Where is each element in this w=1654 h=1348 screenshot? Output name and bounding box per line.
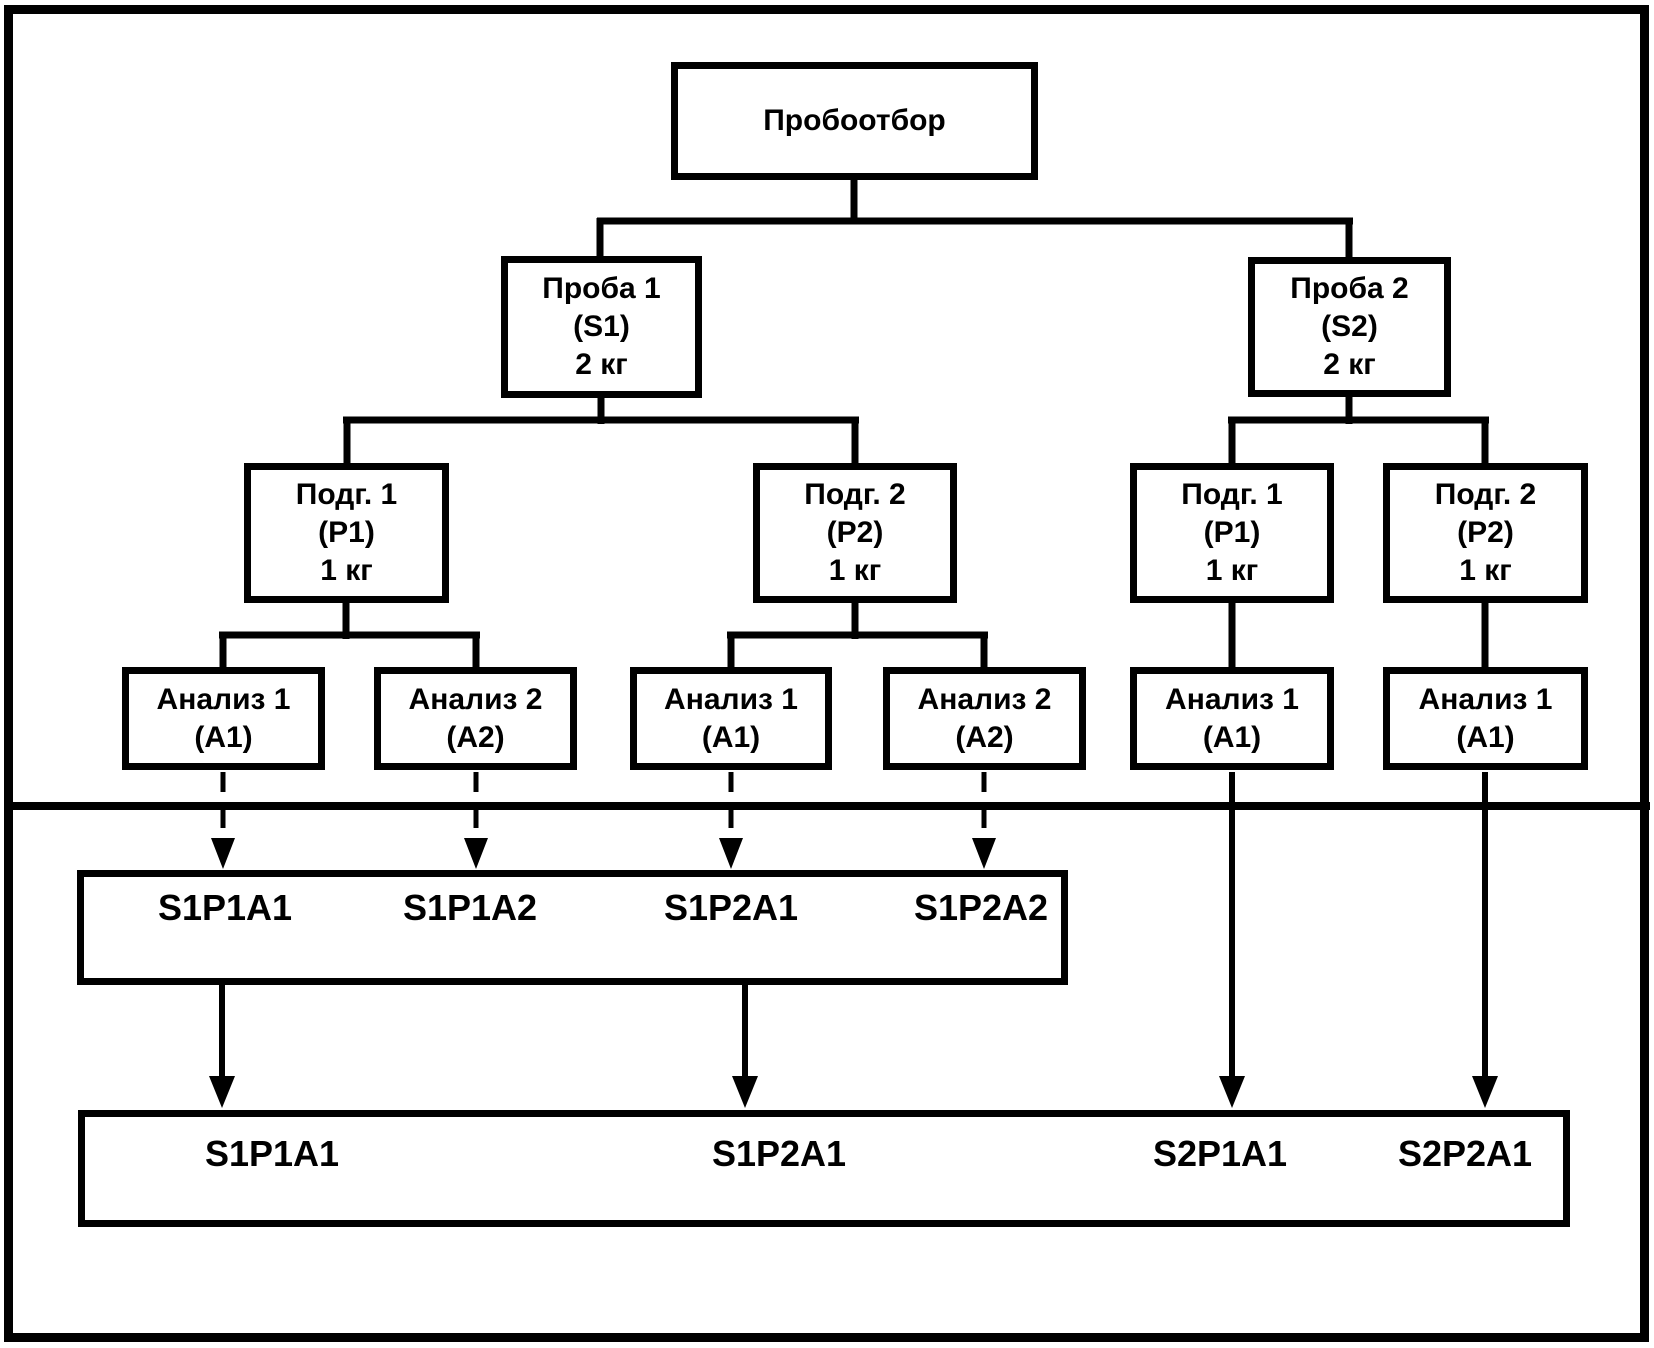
node-code: (S1) <box>573 310 630 343</box>
branch-s1-prep1 <box>219 601 480 670</box>
result-label: S1P1A1 <box>204 1133 340 1174</box>
node-mass: 2 кг <box>1323 348 1376 381</box>
node-mass: 2 кг <box>575 348 628 381</box>
result-label: S1P2A1 <box>711 1133 847 1174</box>
node-code: (P1) <box>1203 516 1261 549</box>
node-sample1: Проба 1 (S1) 2 кг <box>501 256 702 398</box>
node-title: Анализ 1 <box>156 682 291 716</box>
node-s2-prep2: Подг. 2 (P2) 1 кг <box>1383 463 1588 603</box>
node-s2p1-analysis1: Анализ 1 (A1) <box>1130 667 1334 770</box>
node-s2p2-analysis1: Анализ 1 (A1) <box>1383 667 1588 770</box>
dashed-arrows-to-row1 <box>211 772 996 869</box>
node-code: (A1) <box>1202 720 1262 754</box>
branch-sample1 <box>343 396 859 467</box>
node-s1p1-analysis1: Анализ 1 (A1) <box>122 667 325 770</box>
results-box-row2 <box>78 1110 1570 1227</box>
node-s1-prep1: Подг. 1 (P1) 1 кг <box>244 463 449 603</box>
result-label: S1P1A2 <box>402 887 538 928</box>
node-title: Подг. 2 <box>1434 478 1537 511</box>
node-code: (A2) <box>955 720 1014 754</box>
node-code: (P2) <box>1457 516 1514 549</box>
result-label: S1P2A2 <box>913 887 1049 928</box>
node-title: Подг. 1 <box>1181 478 1283 511</box>
node-title: Проба 1 <box>542 272 661 305</box>
solid-arrows-row1-to-row2 <box>209 985 758 1108</box>
node-code: (A1) <box>701 720 761 754</box>
branch-s1-prep2 <box>727 601 988 670</box>
node-title: Анализ 2 <box>408 682 543 716</box>
branch-s2-preps <box>1228 601 1489 670</box>
result-label: S2P2A1 <box>1397 1133 1533 1174</box>
node-title: Анализ 1 <box>664 682 798 716</box>
result-label: S1P1A1 <box>157 887 293 928</box>
node-s1-prep2: Подг. 2 (P2) 1 кг <box>753 463 957 603</box>
branch-root <box>596 178 1353 262</box>
result-label: S2P1A1 <box>1152 1133 1288 1174</box>
node-code: (P1) <box>318 516 375 549</box>
solid-arrows-s2-to-row2 <box>1219 772 1498 1108</box>
node-s1p2-analysis1: Анализ 1 (A1) <box>630 667 832 770</box>
results-box-row1 <box>77 870 1068 985</box>
node-mass: 1 кг <box>828 554 882 587</box>
node-mass: 1 кг <box>320 554 373 587</box>
node-mass: 1 кг <box>1205 554 1259 587</box>
node-sampling: Пробоотбор <box>671 62 1038 180</box>
node-sample2: Проба 2 (S2) 2 кг <box>1248 257 1451 397</box>
node-title: Подг. 1 <box>295 478 398 511</box>
node-title: Анализ 1 <box>1418 682 1553 716</box>
node-title: Анализ 2 <box>917 682 1052 716</box>
node-mass: 1 кг <box>1459 554 1512 587</box>
node-code: (S2) <box>1321 310 1378 343</box>
node-title: Пробоотбор <box>763 104 946 137</box>
node-s2-prep1: Подг. 1 (P1) 1 кг <box>1130 463 1334 603</box>
node-code: (A2) <box>446 720 505 754</box>
node-s1p2-analysis2: Анализ 2 (A2) <box>883 667 1086 770</box>
result-label: S1P2A1 <box>663 887 799 928</box>
node-code: (A1) <box>194 720 253 754</box>
node-code: (P2) <box>826 516 884 549</box>
node-code: (A1) <box>1456 720 1515 754</box>
node-title: Проба 2 <box>1290 272 1409 305</box>
node-title: Анализ 1 <box>1165 682 1299 716</box>
node-title: Подг. 2 <box>804 478 906 511</box>
node-s1p1-analysis2: Анализ 2 (A2) <box>374 667 577 770</box>
branch-sample2 <box>1228 395 1489 467</box>
